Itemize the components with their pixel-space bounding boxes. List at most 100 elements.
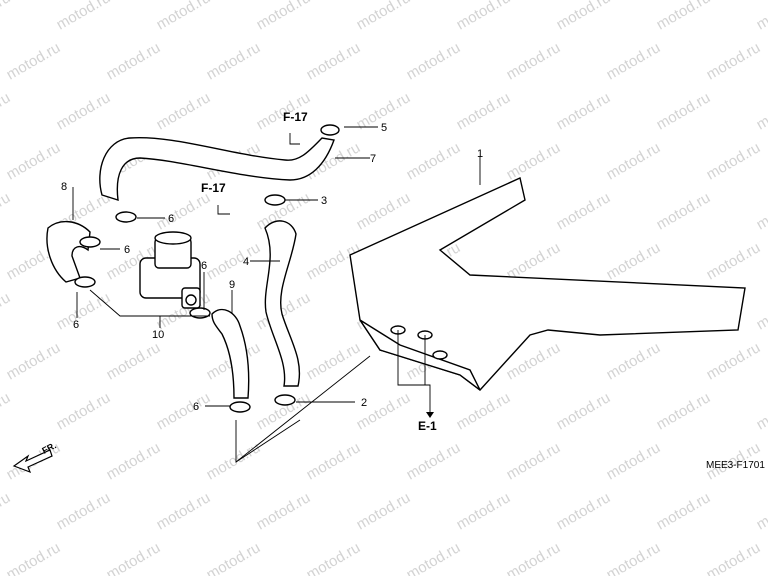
watermark-text: motod.ru — [354, 489, 414, 533]
watermark-text: motod.ru — [604, 439, 664, 483]
watermark-text: motod.ru — [54, 89, 114, 133]
watermark-text: motod.ru — [754, 389, 768, 433]
air-inlet-hose — [46, 221, 91, 283]
callout-8: 8 — [61, 181, 67, 193]
callout-6: 6 — [201, 260, 207, 272]
callout-6: 6 — [124, 244, 130, 256]
watermark-text: motod.ru — [204, 39, 264, 83]
callout-6: 6 — [193, 401, 199, 413]
front-direction-arrow: FR. — [12, 440, 58, 474]
watermark-text: motod.ru — [54, 489, 114, 533]
watermark-text: motod.ru — [404, 439, 464, 483]
watermark-text: motod.ru — [0, 189, 13, 233]
callout-9: 9 — [229, 279, 235, 291]
watermark-text: motod.ru — [104, 539, 164, 576]
leader-lines — [72, 126, 481, 463]
watermark-text: motod.ru — [754, 89, 768, 133]
watermark-text: motod.ru — [54, 389, 114, 433]
watermark-text: motod.ru — [4, 339, 64, 383]
watermark-text: motod.ru — [504, 439, 564, 483]
callout-6: 6 — [168, 213, 174, 225]
pair-hose-c — [211, 308, 250, 399]
watermark-text: motod.ru — [604, 339, 664, 383]
watermark-text: motod.ru — [504, 39, 564, 83]
watermark-text: motod.ru — [654, 0, 714, 33]
watermark-text: motod.ru — [154, 189, 214, 233]
watermark-text: motod.ru — [254, 0, 314, 33]
watermark-text: motod.ru — [404, 39, 464, 83]
watermark-text: motod.ru — [704, 539, 764, 576]
watermark-text: motod.ru — [4, 139, 64, 183]
watermark-text: motod.ru — [554, 89, 614, 133]
watermark-text: motod.ru — [0, 89, 13, 133]
watermark-text: motod.ru — [104, 39, 164, 83]
watermark-text: motod.ru — [304, 39, 364, 83]
watermark-text: motod.ru — [504, 139, 564, 183]
watermark-text: motod.ru — [204, 539, 264, 576]
watermark-text: motod.ru — [404, 139, 464, 183]
hose-clamp-6a — [115, 211, 137, 223]
watermark-text: motod.ru — [454, 389, 514, 433]
ref-e1: E-1 — [418, 419, 437, 433]
watermark-text: motod.ru — [554, 389, 614, 433]
watermark-text: motod.ru — [54, 0, 114, 33]
watermark-text: motod.ru — [4, 39, 64, 83]
watermark-text: motod.ru — [504, 539, 564, 576]
callout-1: 1 — [477, 148, 483, 160]
watermark-text: motod.ru — [454, 489, 514, 533]
callout-2: 2 — [361, 397, 367, 409]
watermark-text: motod.ru — [304, 439, 364, 483]
watermark-text: motod.ru — [754, 489, 768, 533]
watermark-text: motod.ru — [454, 89, 514, 133]
ref-f17-mid: F-17 — [201, 181, 226, 195]
watermark-text: motod.ru — [0, 0, 13, 33]
watermark-text: motod.ru — [604, 539, 664, 576]
watermark-text: motod.ru — [704, 339, 764, 383]
watermark-text: motod.ru — [604, 139, 664, 183]
watermark-text: motod.ru — [354, 389, 414, 433]
hose-clamp-3 — [264, 194, 286, 206]
watermark-text: motod.ru — [654, 389, 714, 433]
hose-clamp-2 — [274, 394, 296, 406]
watermark-text: motod.ru — [604, 39, 664, 83]
watermark-text: motod.ru — [254, 489, 314, 533]
watermark-text: motod.ru — [4, 539, 64, 576]
watermark-text: motod.ru — [604, 239, 664, 283]
watermark-text: motod.ru — [654, 89, 714, 133]
watermark-text: motod.ru — [154, 489, 214, 533]
watermark-text: motod.ru — [704, 239, 764, 283]
cover-plate-flange — [359, 319, 481, 391]
cover-bolt-hole — [432, 350, 448, 360]
pair-control-valve — [139, 231, 201, 309]
watermark-text: motod.ru — [704, 139, 764, 183]
pair-hose-b — [264, 220, 301, 387]
watermark-text: motod.ru — [454, 0, 514, 33]
callout-7: 7 — [370, 153, 376, 165]
watermark-text: motod.ru — [404, 539, 464, 576]
watermark-text: motod.ru — [204, 439, 264, 483]
watermark-text: motod.ru — [354, 0, 414, 33]
watermark-text: motod.ru — [654, 489, 714, 533]
callout-10: 10 — [152, 329, 164, 341]
pair-hose-a — [99, 136, 335, 201]
watermark-text: motod.ru — [554, 0, 614, 33]
watermark-text: motod.ru — [154, 389, 214, 433]
watermark-text: motod.ru — [304, 539, 364, 576]
watermark-text: motod.ru — [754, 189, 768, 233]
watermark-text: motod.ru — [354, 189, 414, 233]
callout-5: 5 — [381, 122, 387, 134]
diagram-code: MEE3-F1701 — [706, 460, 765, 471]
watermark-text: motod.ru — [54, 289, 114, 333]
callouts: 1 2 3 4 5 6 6 6 6 6 7 8 9 10 — [61, 122, 483, 413]
callout-6: 6 — [73, 319, 79, 331]
ref-e1-arrow — [426, 412, 434, 418]
callout-4: 4 — [243, 256, 249, 268]
watermark-text: motod.ru — [154, 89, 214, 133]
watermark-text: motod.ru — [554, 189, 614, 233]
watermark-text: motod.ru — [554, 489, 614, 533]
watermark-text: motod.ru — [154, 0, 214, 33]
callout-3: 3 — [321, 195, 327, 207]
hose-clamp-5 — [320, 124, 340, 136]
watermark-text: motod.ru — [704, 39, 764, 83]
